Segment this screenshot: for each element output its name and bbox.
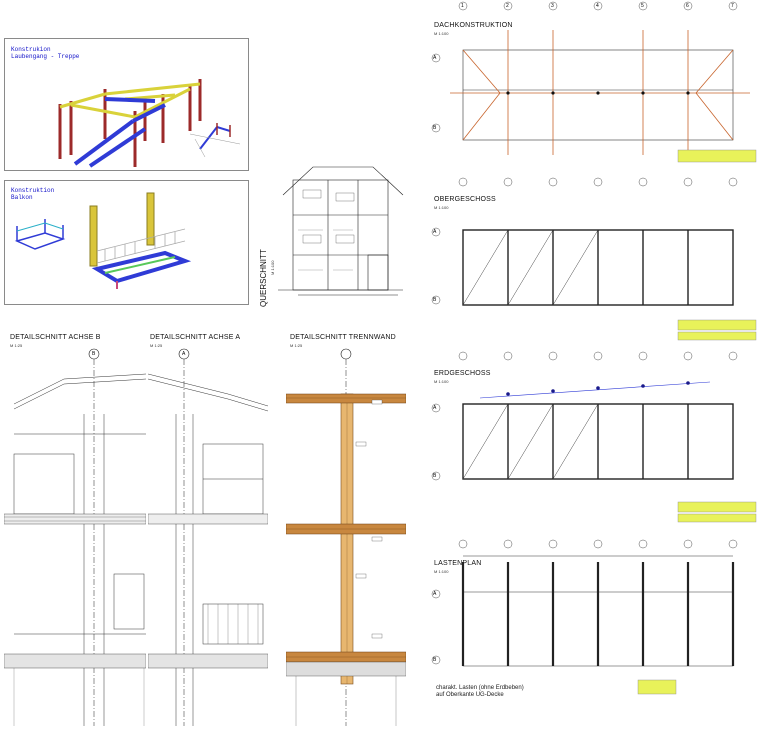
grid-col-label: 7 — [731, 3, 734, 9]
axis-marker-b: B — [92, 351, 96, 357]
plan-title: ERDGESCHOSS — [434, 370, 491, 377]
section-title: QUERSCHNITT — [259, 249, 268, 307]
load-note: charakt. Lasten (ohne Erdbeben) auf Ober… — [436, 685, 524, 699]
plan-roof: DACHKONSTRUKTION M 1:100 — [420, 0, 768, 172]
grid-row-label: A — [433, 591, 437, 597]
axis-marker-a: A — [182, 351, 186, 357]
grid-row-label: A — [433, 405, 437, 411]
ground-floor-plan-drawing — [431, 351, 757, 523]
grid-row-label: B — [433, 125, 437, 131]
grid-col-label: 5 — [641, 3, 644, 9]
grid-col-label: 4 — [596, 3, 599, 9]
detail-axis-b: DETAILSCHNITT ACHSE B M 1:25 — [4, 334, 146, 726]
stair-3d-model — [58, 79, 241, 168]
balcony-3d-model — [14, 192, 192, 289]
grid-col-label: 6 — [686, 3, 689, 9]
grid-col-label: 3 — [551, 3, 554, 9]
plan-load: LASTENPLAN M 1:100 charakt. Lasten (ohne… — [420, 532, 768, 729]
grid-col-label: 2 — [506, 3, 509, 9]
load-plan-drawing — [431, 539, 738, 695]
cross-section-drawing — [278, 166, 404, 296]
plan-scale: M 1:100 — [434, 31, 449, 36]
panel-title-line2: Laubengang - Treppe — [11, 53, 80, 60]
detail-title: DETAILSCHNITT TRENNWAND — [290, 334, 396, 341]
plan-title: OBERGESCHOSS — [434, 196, 496, 203]
grid-row-label: A — [433, 229, 437, 235]
grid-row-label: B — [433, 657, 437, 663]
plan-scale: M 1:100 — [434, 379, 449, 384]
stair-construction-panel: Konstrukion Laubengang - Treppe — [4, 38, 249, 171]
detail-scale: M 1:25 — [10, 343, 23, 348]
roof-plan-drawing — [431, 1, 757, 163]
plan-scale: M 1:100 — [434, 205, 449, 210]
plan-ground-floor: ERDGESCHOSS M 1:100 — [420, 342, 768, 532]
panel-title-line1: Konstrukion — [11, 46, 51, 53]
panel-title-line1: Konstruktion — [11, 187, 55, 194]
detail-partition-wall: DETAILSCHNITT TRENNWAND M 1:25 — [286, 334, 406, 726]
section-scale: M 1:100 — [270, 260, 275, 275]
plan-upper-floor: OBERGESCHOSS M 1:100 — [420, 172, 768, 342]
detail-a-drawing — [148, 348, 268, 726]
detail-scale: M 1:25 — [290, 343, 303, 348]
plan-title: LASTENPLAN — [434, 560, 482, 567]
grid-row-label: B — [433, 297, 437, 303]
detail-title: DETAILSCHNITT ACHSE A — [150, 334, 241, 341]
plan-title: DACHKONSTRUKTION — [434, 22, 513, 29]
plan-scale: M 1:100 — [434, 569, 449, 574]
grid-col-label: 1 — [461, 3, 464, 9]
load-note-line2: auf Oberkante UG-Decke — [436, 692, 504, 698]
load-note-line1: charakt. Lasten (ohne Erdbeben) — [436, 685, 524, 691]
detail-scale: M 1:25 — [150, 343, 163, 348]
detail-axis-a: DETAILSCHNITT ACHSE A M 1:25 — [148, 334, 268, 726]
grid-row-label: A — [433, 55, 437, 61]
grid-row-label: B — [433, 473, 437, 479]
panel-title-line2: Balkon — [11, 194, 33, 201]
detail-title: DETAILSCHNITT ACHSE B — [10, 334, 101, 341]
detail-partition-drawing — [286, 348, 406, 726]
balcony-construction-panel: Konstruktion Balkon — [4, 180, 249, 305]
detail-b-drawing — [4, 348, 146, 726]
cross-section: QUERSCHNITT M 1:100 — [258, 135, 408, 315]
upper-floor-plan-drawing — [431, 177, 757, 341]
